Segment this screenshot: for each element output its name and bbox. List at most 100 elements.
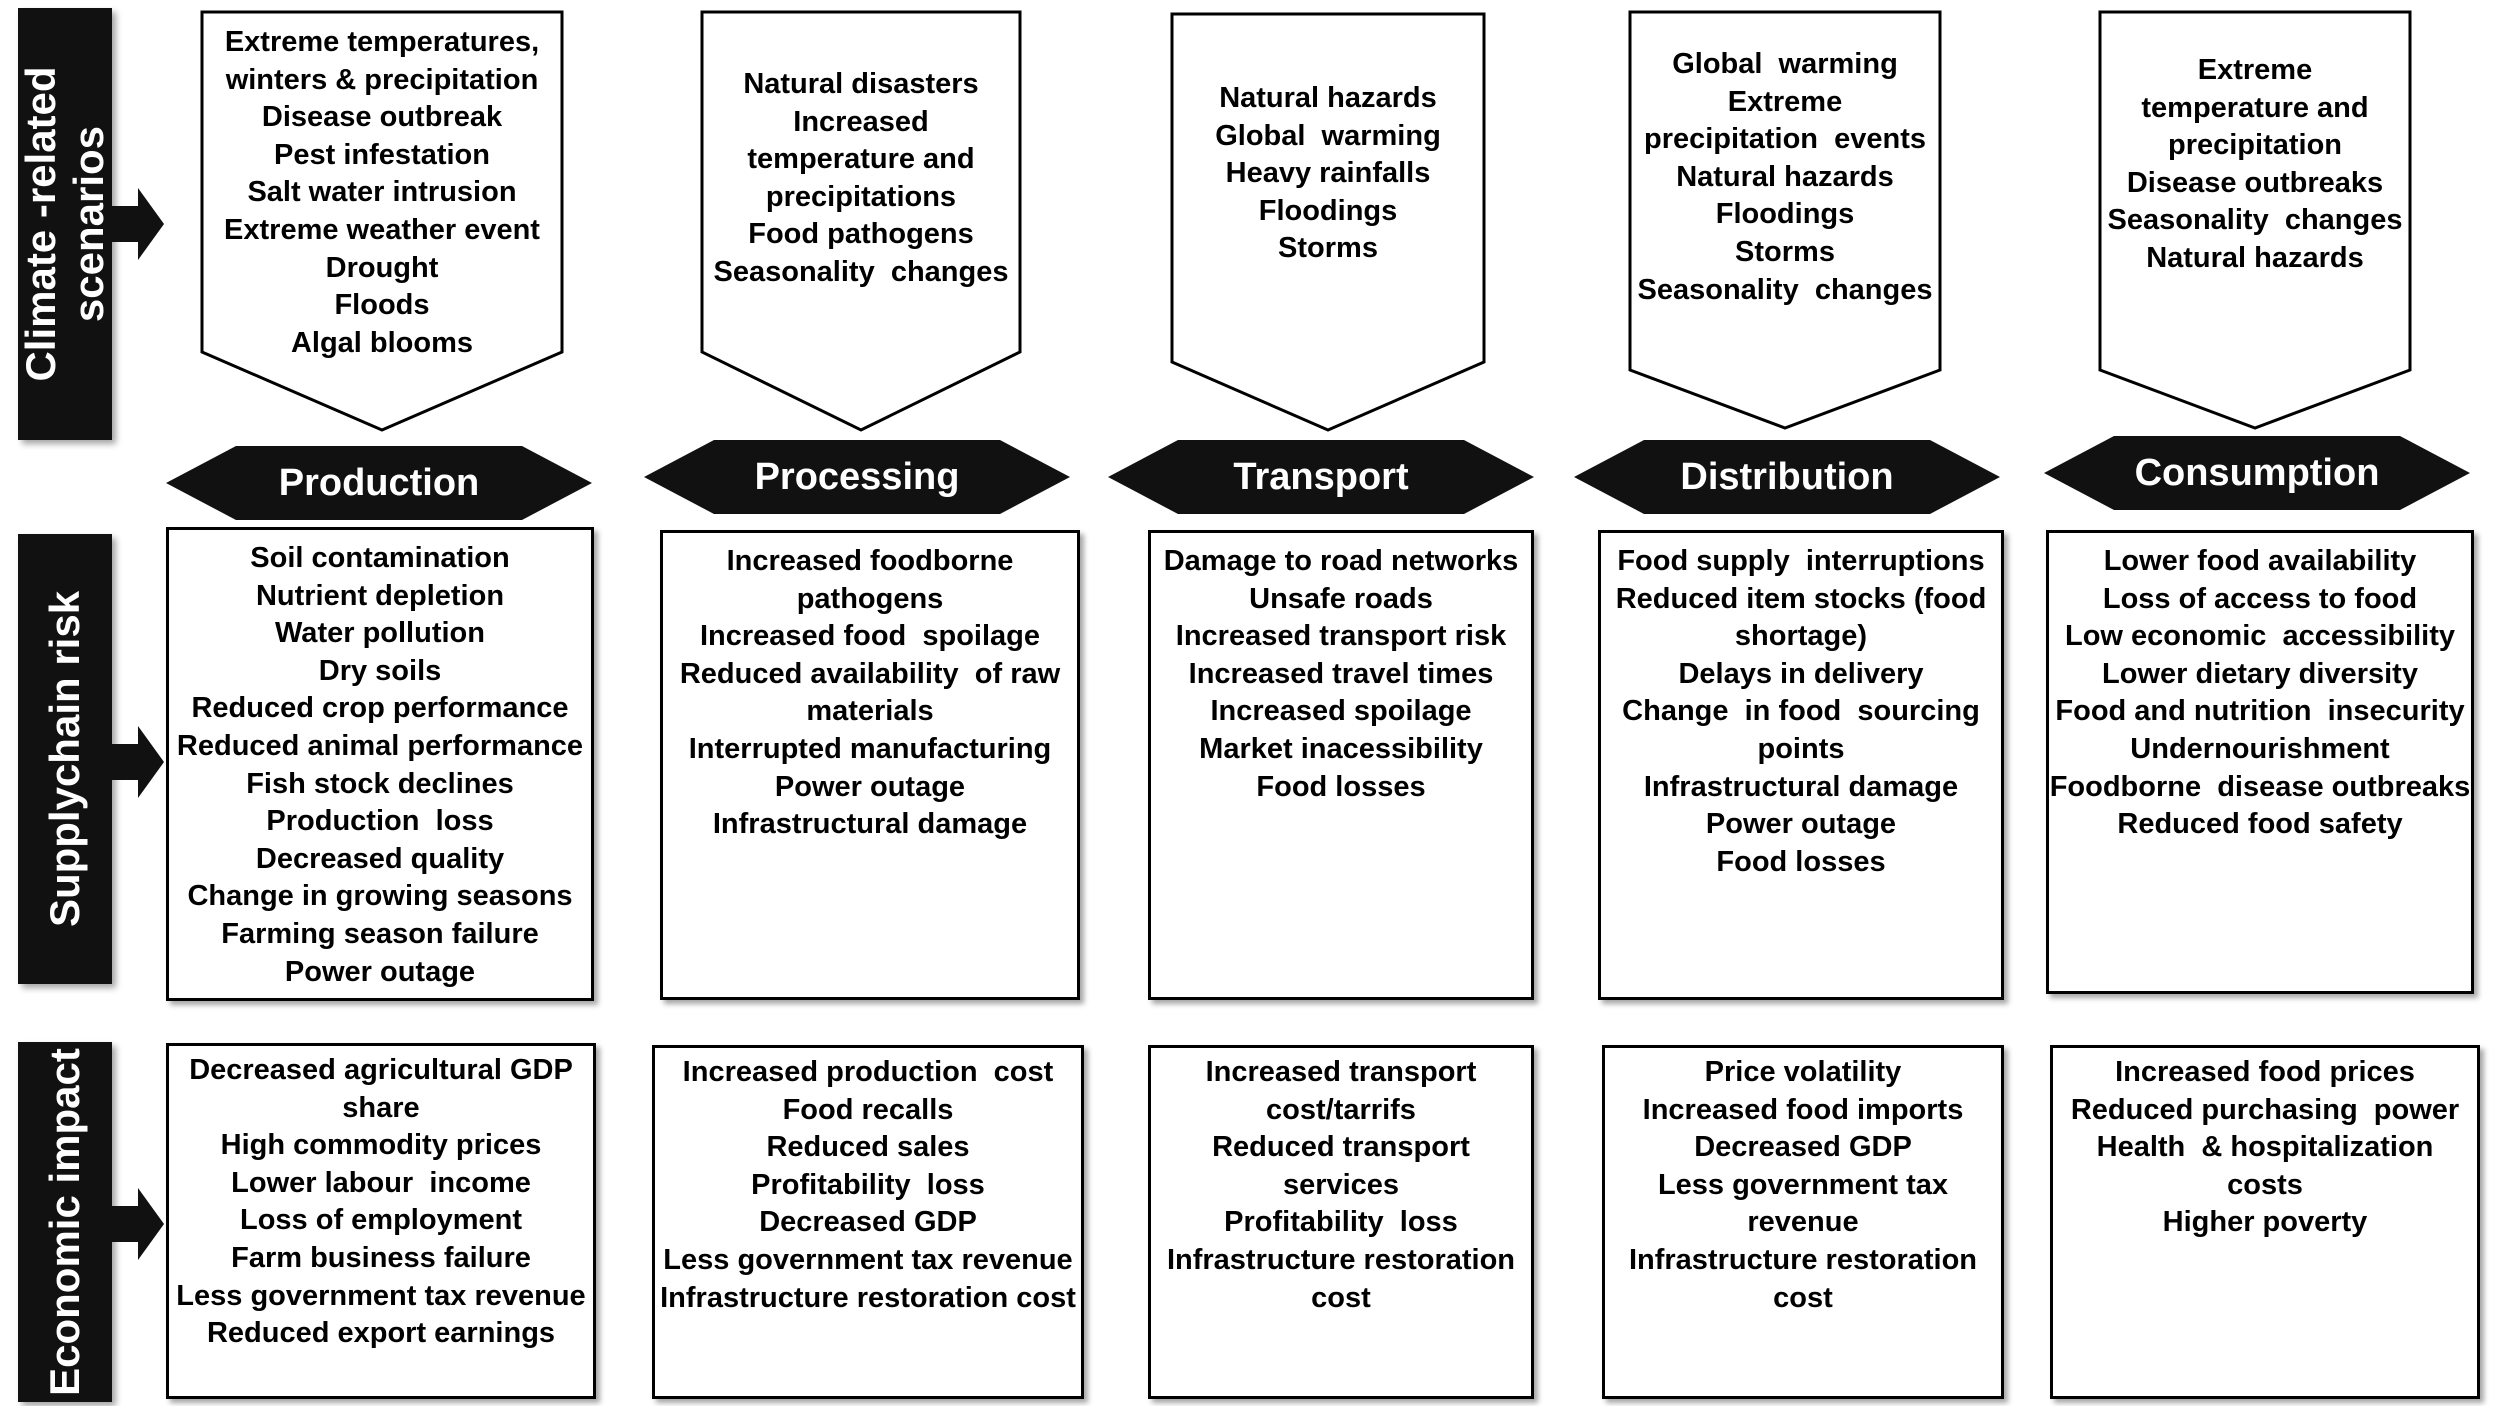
stage-label-transport: Transport — [1233, 455, 1409, 498]
risk-box-item: Increased foodborne — [726, 545, 1014, 577]
scenario-shape-processing — [700, 10, 1022, 432]
risk-box-item: Nutrient depletion — [255, 579, 505, 612]
scenario-item: Seasonality changes — [1637, 273, 1933, 306]
risk-box-item: Increased spoilage — [1210, 695, 1472, 728]
risk-box-item: Lower dietary diversity — [2102, 657, 2418, 690]
impact-box-item: share — [342, 1091, 420, 1124]
scenario-item: Seasonality changes — [713, 255, 1009, 288]
impact-box-item: revenue — [1747, 1206, 1859, 1239]
stage-hexagon-production — [166, 446, 592, 520]
risk-box-item: Increased food spoilage — [699, 620, 1041, 653]
risk-box-item: Soil contamination — [250, 542, 510, 574]
risk-box-item: Change in growing seasons — [187, 880, 573, 913]
stage-label-processing: Processing — [754, 455, 960, 498]
scenario-item: Extreme — [2197, 54, 2313, 86]
risk-box-item: Fish stock declines — [246, 767, 514, 800]
scenario-item: Drought — [325, 251, 439, 284]
scenario-item: Salt water intrusion — [247, 176, 517, 209]
risk-box-item: Low economic accessibility — [2064, 620, 2456, 653]
scenario-item: Extreme — [1727, 85, 1843, 118]
impact-box-item: services — [1282, 1168, 1400, 1201]
row-label-impact: Economic impact — [18, 1042, 112, 1402]
scenario-item: Seasonality changes — [2107, 204, 2403, 237]
impact-box-item: cost/tarrifs — [1266, 1093, 1416, 1126]
scenario-item: Floodings — [1258, 194, 1398, 227]
scenario-item: Disease outbreaks — [2126, 166, 2384, 199]
stage-label-consumption: Consumption — [2134, 451, 2380, 494]
scenario-item: Food pathogens — [748, 218, 974, 251]
risk-box-item: Food supply interruptions — [1617, 545, 1985, 577]
impact-box-item: cost — [1773, 1281, 1833, 1314]
impact-box-item: Increased food imports — [1642, 1093, 1964, 1126]
scenario-list-production: Extreme temperatures, winters & precipita… — [200, 24, 564, 362]
impact-box-item: Lower labour income — [231, 1166, 531, 1199]
row-label-scenarios-line2: scenarios — [65, 125, 112, 323]
scenario-item: Algal blooms — [290, 326, 474, 359]
scenario-item: Storms — [1278, 232, 1378, 265]
risk-box-item: Decreased quality — [255, 842, 505, 875]
risk-box-item: Increased transport risk — [1175, 620, 1507, 653]
impact-box-item: Infrastructure restoration — [1628, 1243, 1978, 1276]
risk-box-item: Dry soils — [318, 654, 442, 687]
scenario-item: temperature and — [2141, 91, 2369, 124]
scenario-item: Increased — [793, 105, 929, 138]
risk-box-item: Foodborne disease outbreaks — [2049, 770, 2471, 803]
impact-box-item: Infrastructure restoration — [1166, 1243, 1516, 1276]
row-label-scenarios-line1: Climate -related — [17, 66, 64, 382]
scenario-item: Global warming — [1672, 48, 1898, 80]
risk-box-item: Reduced crop performance — [191, 692, 569, 725]
impact-box-item: Decreased agricultural GDP — [189, 1054, 573, 1086]
scenario-shape-transport — [1170, 12, 1486, 432]
risk-box-item: Loss of access to food — [2102, 582, 2418, 615]
risk-box-item: Farming season failure — [221, 917, 539, 950]
row-label-scenarios: Climate -related scenarios — [17, 8, 112, 440]
impact-box-item: Food recalls — [782, 1093, 954, 1126]
scenario-item: Natural hazards — [1676, 160, 1894, 193]
risk-box-item: Reduced animal performance — [176, 729, 584, 762]
row-label-risk-text: Supplychain risk — [41, 590, 88, 928]
scenario-item: Floods — [334, 289, 430, 322]
impact-box-item: Higher poverty — [2162, 1206, 2368, 1239]
scenario-item: Floodings — [1715, 198, 1855, 231]
stage-label-distribution: Distribution — [1680, 455, 1894, 498]
impact-box-item: Reduced purchasing power — [2070, 1093, 2460, 1126]
scenario-item: winters & precipitation — [225, 63, 539, 96]
risk-box-item: Infrastructural damage — [712, 808, 1028, 841]
impact-box-item: Less government tax revenue — [663, 1243, 1073, 1276]
impact-box-item: Decreased GDP — [1694, 1131, 1912, 1164]
impact-box-item: cost — [1311, 1281, 1371, 1314]
impact-box-item: Increased food prices — [2115, 1056, 2415, 1088]
scenario-item: Extreme temperatures, — [224, 26, 540, 58]
scenario-item: precipitation events — [1643, 123, 1926, 156]
impact-box-item: Infrastructure restoration cost — [660, 1281, 1076, 1314]
stage-hexagon-transport — [1108, 440, 1534, 514]
impact-box-item: Loss of employment — [240, 1204, 522, 1237]
scenario-item: Disease outbreak — [261, 101, 503, 134]
risk-box-item: pathogens — [796, 582, 944, 615]
risk-box-item: Undernourishment — [2130, 732, 2390, 765]
risk-box-item: Change in food sourcing — [1622, 695, 1980, 728]
risk-box-item: Reduced availability of raw — [679, 657, 1061, 690]
scenario-shape-consumption — [2098, 10, 2412, 430]
stage-distribution: Distribution — [1574, 440, 2000, 514]
impact-box-item: High commodity prices — [220, 1129, 542, 1162]
impact-box-item: Profitability loss — [1224, 1206, 1458, 1239]
scenario-item: Heavy rainfalls — [1225, 157, 1431, 190]
risk-box-item: shortage) — [1734, 620, 1868, 653]
impact-box-item: Increased transport — [1205, 1056, 1477, 1088]
risk-box-item: Food losses — [1716, 845, 1886, 878]
impact-box-item: Price volatility — [1704, 1056, 1902, 1088]
risk-box-item: Delays in delivery — [1678, 657, 1924, 690]
impact-box-item: Increased production cost — [682, 1056, 1054, 1088]
